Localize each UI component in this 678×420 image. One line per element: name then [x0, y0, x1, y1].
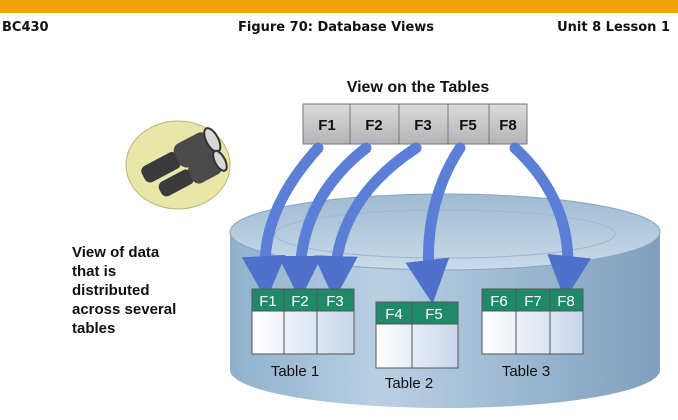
- arrow-f3: [313, 142, 422, 300]
- view-field: F8: [499, 117, 517, 134]
- view-bar: F1 F2 F3 F5 F8: [302, 103, 528, 145]
- view-field: F5: [459, 117, 477, 134]
- table-field: F1: [259, 293, 277, 310]
- view-field: F3: [414, 117, 432, 134]
- course-code: BC430: [2, 20, 49, 35]
- table-field: F6: [490, 293, 508, 310]
- table-field: F7: [524, 293, 542, 310]
- table-field: F4: [385, 306, 403, 323]
- table-field: F5: [425, 306, 443, 323]
- side-line: distributed: [72, 282, 150, 299]
- figure-caption: Figure 70: Database Views: [238, 20, 435, 35]
- arrows: [241, 142, 592, 304]
- side-line: across several: [72, 301, 177, 318]
- table-label: Table 1: [271, 363, 319, 380]
- side-line: View of data: [72, 244, 160, 261]
- table-field: F8: [557, 293, 575, 310]
- view-field: F1: [318, 117, 336, 134]
- side-line: that is: [72, 263, 117, 280]
- side-line: tables: [72, 320, 116, 337]
- table-label: Table 3: [502, 363, 550, 380]
- view-field: F2: [365, 117, 383, 134]
- arrow-f8: [509, 142, 592, 300]
- table-field: F2: [291, 293, 309, 310]
- table-3: F6 F7 F8 Table 3: [481, 288, 584, 380]
- accent-bar: [0, 0, 678, 13]
- view-title: View on the Tables: [347, 79, 490, 96]
- table-field: F3: [326, 293, 344, 310]
- table-1: F1 F2 F3 Table 1: [251, 288, 355, 380]
- arrow-f5: [405, 142, 466, 304]
- table-2: F4 F5 Table 2: [375, 301, 459, 392]
- side-description: View of data that is distributed across …: [72, 243, 222, 338]
- unit-lesson: Unit 8 Lesson 1: [557, 20, 670, 35]
- arrow-f2: [278, 142, 372, 300]
- table-label: Table 2: [385, 375, 433, 392]
- arrow-f1: [241, 142, 324, 300]
- binoculars-icon: [125, 120, 231, 210]
